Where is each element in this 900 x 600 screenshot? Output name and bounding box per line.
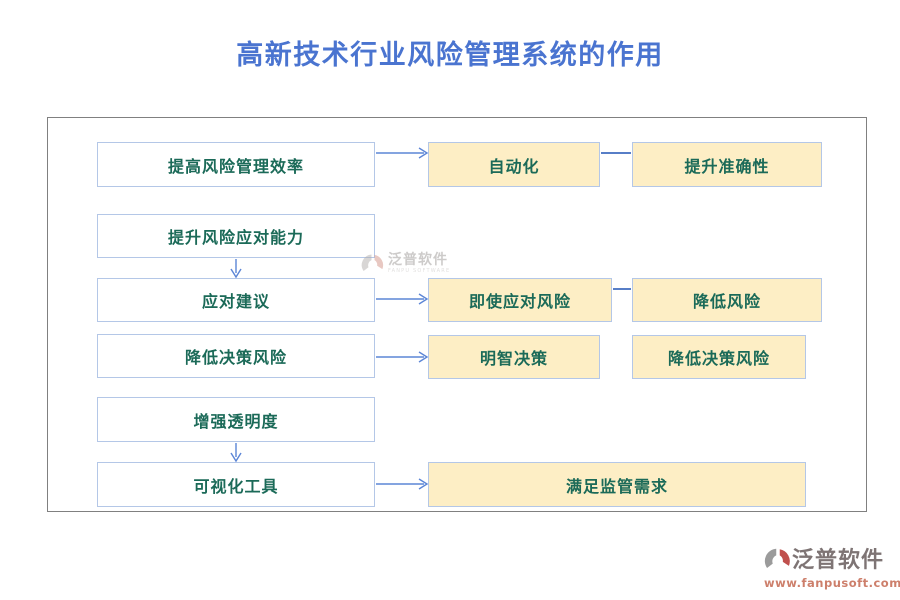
footer-logo: 泛普软件 www.fanpusoft.com: [764, 547, 900, 590]
footer-brand: 泛普软件: [792, 548, 885, 573]
node-improve-accuracy: 提升准确性: [632, 142, 822, 187]
page-title: 高新技术行业风险管理系统的作用: [236, 40, 664, 71]
node-timely-risk-response: 即使应对风险: [428, 278, 612, 322]
node-visualization-tools: 可视化工具: [97, 462, 375, 507]
node-improve-risk-response: 提升风险应对能力: [97, 214, 375, 258]
node-enhance-transparency: 增强透明度: [97, 397, 375, 442]
node-reduce-risk: 降低风险: [632, 278, 822, 322]
node-reduce-decision-risk-right: 降低决策风险: [632, 335, 806, 379]
watermark: 泛普软件 FANPU SOFTWARE: [361, 253, 451, 285]
node-wise-decisions: 明智决策: [428, 335, 600, 379]
fanpu-logo-icon: [361, 254, 384, 271]
node-meet-regulatory-needs: 满足监管需求: [428, 462, 806, 507]
node-automation: 自动化: [428, 142, 600, 187]
footer-url: www.fanpusoft.com: [764, 576, 900, 590]
watermark-brand: 泛普软件: [388, 252, 448, 268]
watermark-subtext: FANPU SOFTWARE: [388, 268, 451, 274]
node-improve-risk-mgmt-efficiency: 提高风险管理效率: [97, 142, 375, 187]
node-response-suggestions: 应对建议: [97, 278, 375, 322]
fanpu-logo-icon: [764, 548, 790, 568]
node-reduce-decision-risk-left: 降低决策风险: [97, 334, 375, 378]
